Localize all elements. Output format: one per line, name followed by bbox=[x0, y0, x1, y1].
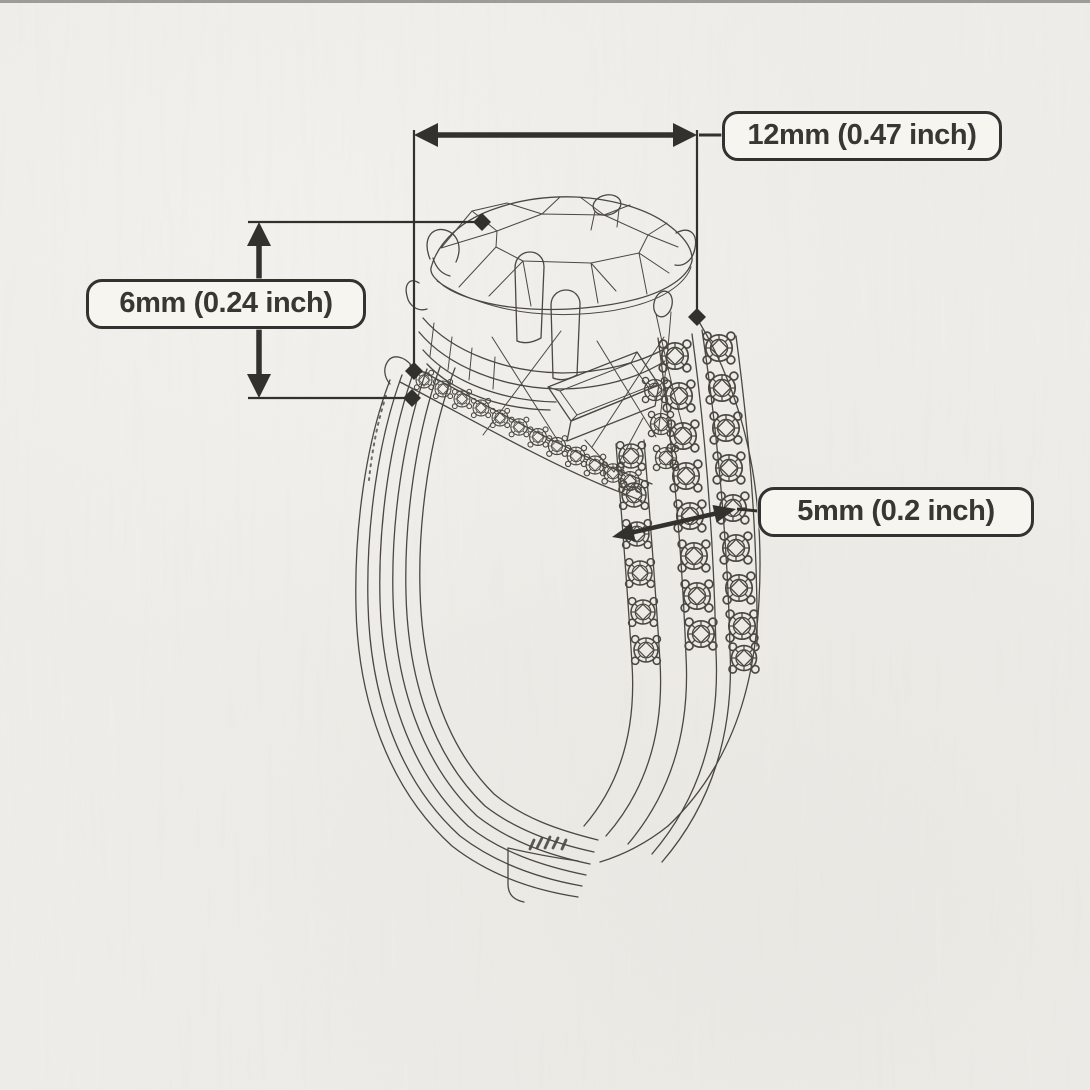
arrowhead-right bbox=[673, 123, 697, 147]
diamond-marker bbox=[403, 389, 421, 407]
dimension-height bbox=[247, 213, 491, 407]
arrowhead-up bbox=[247, 222, 271, 246]
inner-ring-step bbox=[507, 847, 579, 903]
pave-stones-column-right bbox=[702, 331, 760, 674]
arrowhead-left bbox=[612, 523, 636, 541]
baguette-side-stone bbox=[547, 351, 660, 473]
band-left bbox=[355, 356, 599, 903]
arrowhead-right bbox=[712, 505, 736, 523]
arrowhead-down bbox=[247, 374, 271, 398]
dimension-width bbox=[405, 123, 722, 380]
diamond-marker bbox=[405, 362, 423, 380]
width-dimension-label: 12mm (0.47 inch) bbox=[722, 111, 1002, 161]
diamond-marker bbox=[688, 308, 706, 326]
arrowhead-left bbox=[414, 123, 438, 147]
height-dimension-label: 6mm (0.24 inch) bbox=[86, 279, 366, 329]
maker-mark-engraving bbox=[528, 835, 568, 851]
dimension-band-width bbox=[612, 505, 759, 541]
band-width-dimension-label: 5mm (0.2 inch) bbox=[758, 487, 1034, 537]
diamond-marker bbox=[473, 213, 491, 231]
center-stone bbox=[430, 196, 693, 316]
pave-band-right bbox=[583, 319, 761, 863]
shoulder-pave-row bbox=[399, 364, 653, 502]
gallery-basket bbox=[418, 317, 669, 448]
prongs bbox=[405, 194, 697, 435]
